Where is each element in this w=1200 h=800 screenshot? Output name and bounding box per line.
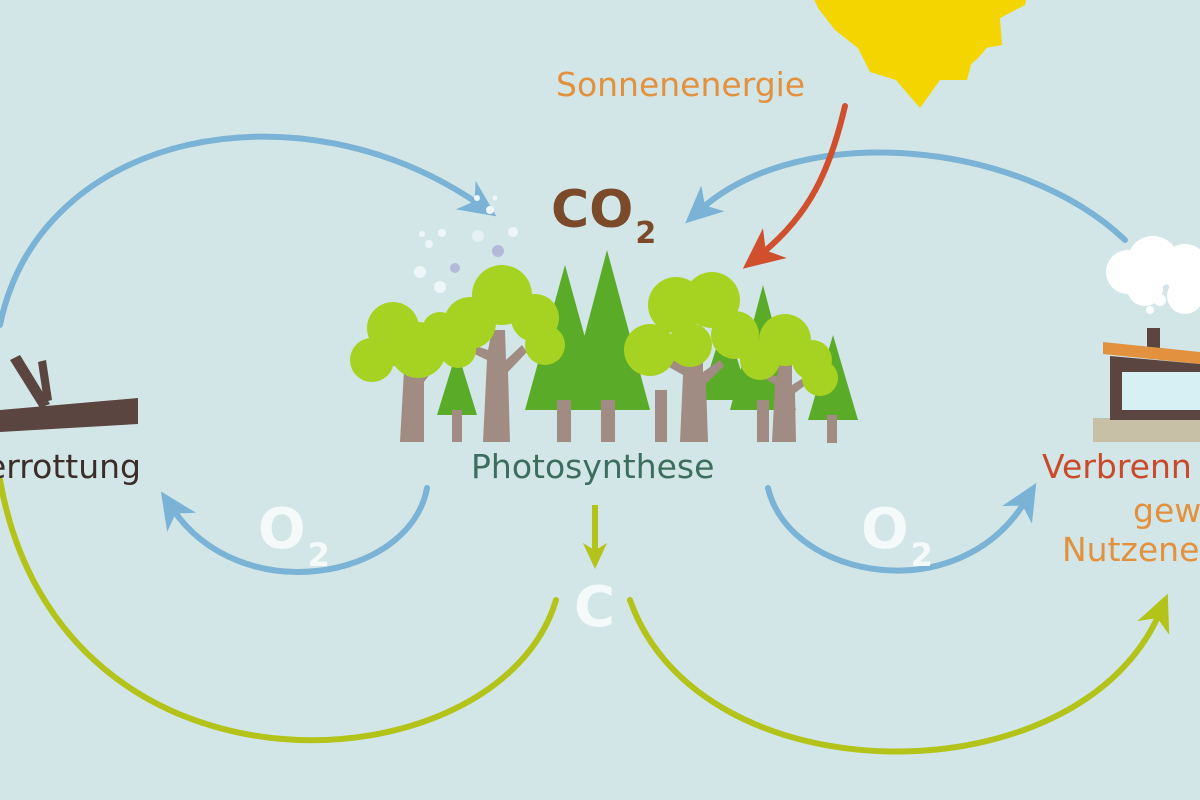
o2-left-arc <box>160 485 430 575</box>
decomposition-label: errottung <box>0 447 141 486</box>
o2-left-subscript: 2 <box>307 536 330 574</box>
co2-label: CO2 <box>551 184 656 249</box>
o2-left-label: O2 <box>258 502 330 572</box>
co2-combustion-arc <box>685 149 1128 243</box>
co2-main-text: CO <box>551 180 634 240</box>
smoke-cloud-icon <box>1106 236 1200 314</box>
forest-icon <box>350 250 858 443</box>
o2-right-subscript: 2 <box>910 536 933 574</box>
sun-icon <box>814 0 1026 108</box>
combustion-label-line2: gew <box>1133 491 1200 530</box>
combustion-label-line3: Nutzene <box>1062 530 1200 569</box>
combustion-label-line1: Verbrenn <box>1042 447 1192 486</box>
carbon-left-arc <box>0 477 559 744</box>
o2-right-main-text: O <box>861 497 909 562</box>
o2-right-arc <box>765 482 1037 574</box>
o2-right-label: O2 <box>861 502 933 572</box>
sun-energy-arrow <box>742 103 848 269</box>
o2-left-main-text: O <box>258 497 306 562</box>
carbon-label: C <box>574 575 616 640</box>
co2-bubbles-icon <box>414 195 518 293</box>
house-icon <box>1093 328 1200 442</box>
sun-energy-label: Sonnenenergie <box>556 65 806 104</box>
co2-subscript: 2 <box>635 216 657 251</box>
dead-log-icon <box>0 355 138 432</box>
carbon-right-arc <box>627 593 1170 755</box>
photosynthesis-label: Photosynthese <box>471 447 715 486</box>
co2-decomposition-arc <box>0 133 497 328</box>
